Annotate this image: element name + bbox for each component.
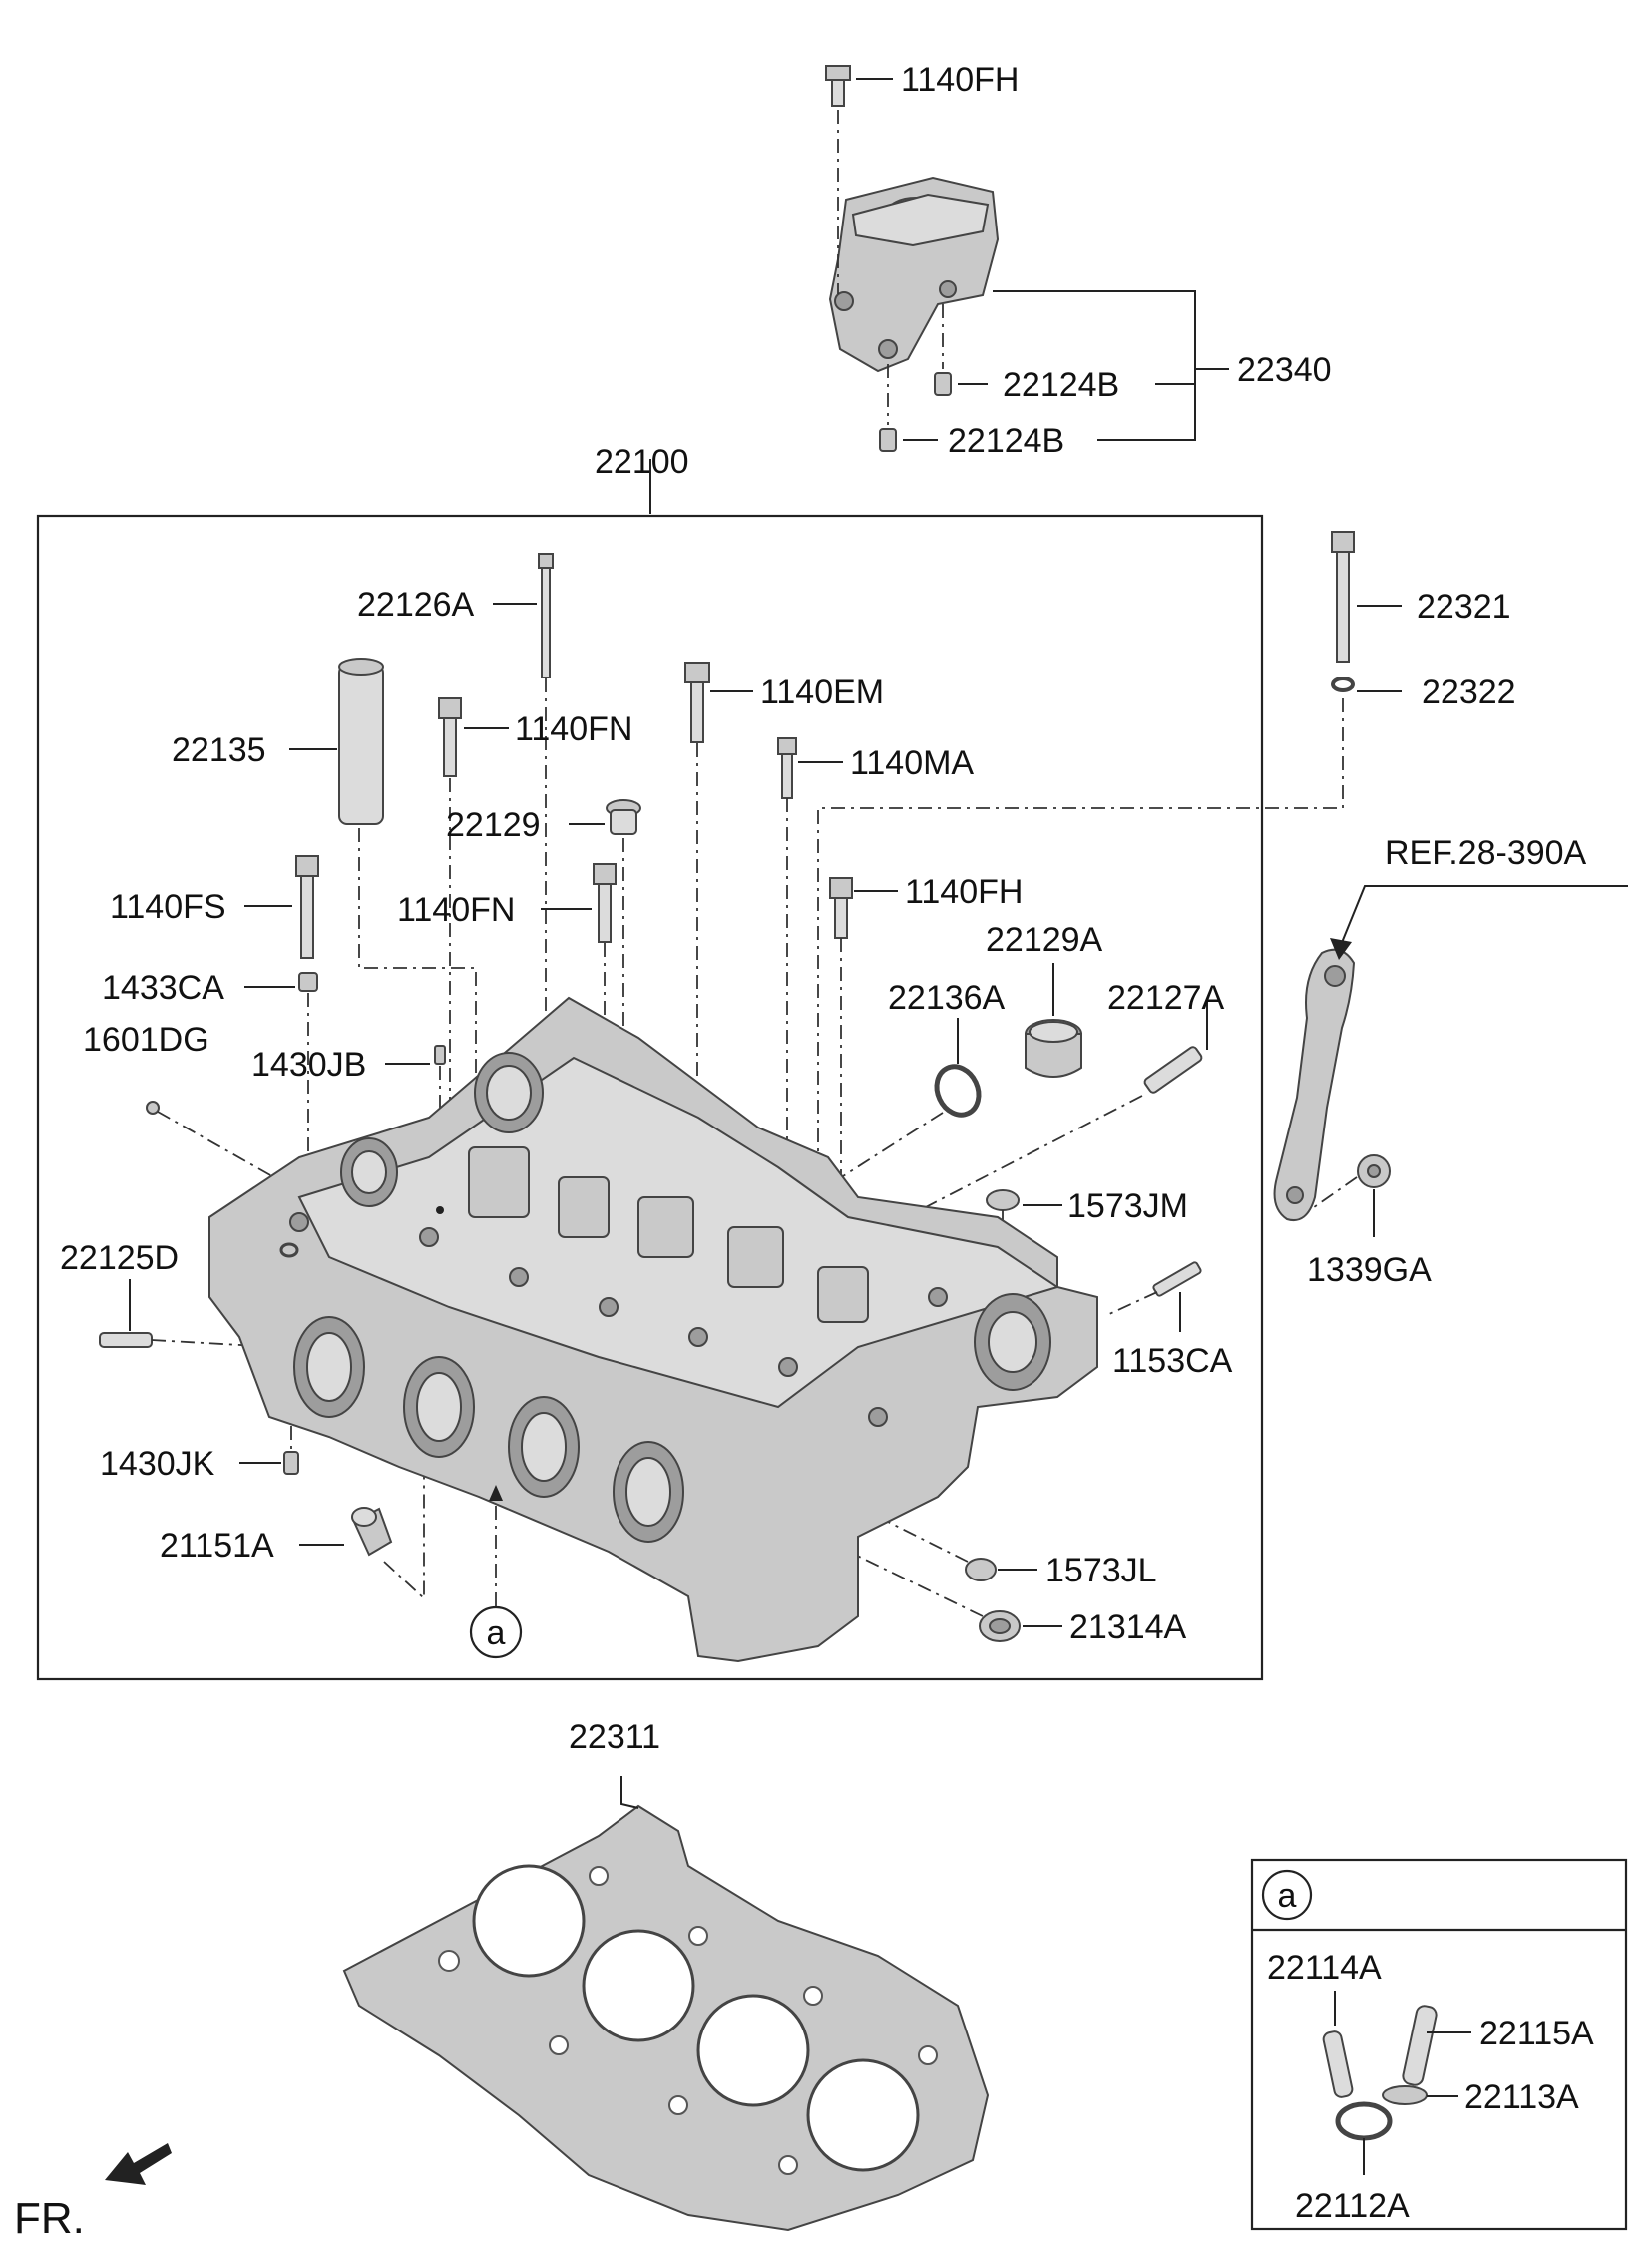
tube-22135 [338, 658, 384, 825]
bolt-1140EM [684, 662, 710, 743]
label-1430JK: 1430JK [100, 1445, 215, 1483]
label-21314A: 21314A [1069, 1608, 1187, 1646]
callout-marker-a-text: a [487, 1614, 506, 1652]
callout-box-marker-a: a [1261, 1869, 1313, 1921]
label-1433CA: 1433CA [102, 969, 224, 1007]
label-22115A: 22115A [1479, 2015, 1594, 2052]
ring-22113A [1382, 2085, 1428, 2105]
nut-1339GA [1357, 1154, 1391, 1188]
label-22136A: 22136A [888, 979, 1006, 1017]
label-1153CA: 1153CA [1112, 1342, 1233, 1380]
plug-1601DG [146, 1101, 160, 1115]
pin-22127A [1143, 1046, 1203, 1094]
label-22126A: 22126A [357, 586, 475, 624]
plug-1573JM [986, 1189, 1020, 1211]
bolt-1140MA [777, 737, 797, 799]
dowel-22124B-2 [879, 428, 897, 452]
plug-21151A [351, 1507, 393, 1557]
label-21151A: 21151A [160, 1527, 274, 1565]
cylinder-head-assembly-frame [36, 514, 1264, 1681]
label-22340: 22340 [1237, 351, 1332, 389]
plug-1573JL [965, 1558, 997, 1581]
engine-mount-bracket [828, 176, 1000, 373]
label-1140FH-top: 1140FH [901, 61, 1019, 99]
plug-21314A [979, 1610, 1021, 1642]
label-1601DG: 1601DG [83, 1021, 209, 1059]
callout-a-frame [1250, 1858, 1628, 2231]
label-22135: 22135 [172, 731, 266, 769]
label-ref-28-390A: REF.28-390A [1385, 834, 1587, 872]
sleeve-22115A [1402, 2005, 1438, 2086]
bolt-1140FS [295, 855, 319, 959]
label-22129: 22129 [446, 806, 541, 844]
label-22125D: 22125D [60, 1239, 179, 1277]
washer-22322 [1331, 676, 1355, 692]
label-1140MA: 1140MA [850, 744, 974, 782]
label-22321: 22321 [1417, 588, 1511, 626]
pin-22125D [99, 1332, 153, 1348]
seal-ring-22136A [934, 1064, 982, 1118]
callout-marker-a: a [469, 1605, 523, 1659]
pin-1430JB [434, 1045, 446, 1065]
label-1339GA: 1339GA [1307, 1251, 1432, 1289]
label-1140EM: 1140EM [760, 674, 884, 711]
dowel-22114A [1322, 2030, 1354, 2098]
front-arrow-icon [105, 2143, 172, 2185]
label-22124B-1: 22124B [1003, 366, 1119, 404]
dowel-22124B-1 [934, 372, 952, 396]
label-1140FS: 1140FS [110, 888, 226, 926]
label-22100: 22100 [595, 443, 689, 481]
seal-22112A [1335, 2101, 1393, 2141]
bolt-1140FN-lower [593, 863, 617, 943]
bolt-1140FN-upper [438, 697, 462, 777]
label-1430JB: 1430JB [251, 1046, 366, 1084]
bolt-1140FH-mid [829, 877, 853, 939]
cylinder-head-22100 [208, 996, 1098, 1663]
callout-box-marker-a-text: a [1278, 1877, 1297, 1915]
bolt-22321 [1331, 531, 1355, 663]
label-1573JM: 1573JM [1067, 1187, 1188, 1225]
label-22322: 22322 [1422, 674, 1516, 711]
front-label: FR. [14, 2194, 85, 2243]
pin-1153CA [1152, 1261, 1202, 1297]
label-1140FN-lower: 1140FN [397, 891, 515, 929]
label-22114A: 22114A [1267, 1949, 1382, 1987]
bolt-1140FH-top [825, 65, 851, 107]
label-22112A: 22112A [1295, 2187, 1410, 2225]
label-22311: 22311 [569, 1718, 660, 1756]
bolt-22126A [538, 553, 554, 678]
plug-22129 [606, 799, 641, 835]
pin-1430JK [283, 1451, 299, 1475]
label-22129A: 22129A [986, 921, 1103, 959]
label-1140FN-upper: 1140FN [515, 710, 632, 748]
label-22113A: 22113A [1464, 2078, 1579, 2116]
plug-22129A [1025, 1019, 1082, 1078]
label-22124B-2: 22124B [948, 422, 1064, 460]
head-gasket-22311 [342, 1804, 990, 2232]
label-22127A: 22127A [1107, 979, 1225, 1017]
bushing-1433CA [298, 972, 318, 992]
label-1140FH-mid: 1140FH [905, 873, 1023, 911]
label-1573JL: 1573JL [1045, 1552, 1157, 1589]
ref-bracket-28-390A [1273, 948, 1356, 1221]
